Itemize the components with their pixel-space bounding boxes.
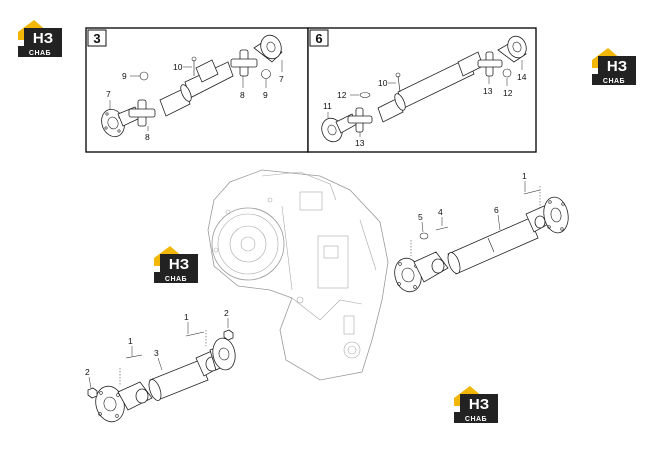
panel-3-callout-8b: 8: [240, 90, 245, 100]
panel-3-callout-10: 10: [173, 62, 183, 72]
transmission-housing: [207, 169, 389, 381]
panel-6-callout-10: 10: [378, 78, 388, 88]
logo-caption: СНАБ: [29, 50, 51, 57]
panel-3-cross-right: [230, 49, 258, 77]
logo-mark: НЗ: [469, 396, 489, 413]
panel-3-callout-7a: 7: [106, 89, 111, 99]
panel-6-cross-right: [477, 51, 503, 77]
logo-mark: НЗ: [33, 30, 53, 47]
panel-3-ring-right: [261, 69, 271, 79]
panel-3-number: 3: [93, 31, 100, 46]
logo-badge-icon: НЗ СНАБ: [18, 20, 62, 57]
upper-callout-6: 6: [494, 205, 499, 215]
panel-3-callout-9b: 9: [263, 90, 268, 100]
panel-6-callout-14: 14: [517, 72, 527, 82]
logo-badge-icon: НЗ СНАБ: [592, 48, 636, 85]
panel-3-cross-left: [128, 99, 156, 127]
upper-callout-5: 5: [418, 212, 423, 222]
panel-6-flange-right: [497, 35, 527, 63]
logo-caption: СНАБ: [465, 416, 487, 423]
lower-callout-1b: 1: [128, 336, 133, 346]
panel-3-shaft: [159, 59, 234, 117]
panel-6-callout-11: 11: [323, 101, 332, 111]
upper-callout-1: 1: [522, 171, 527, 181]
logo-badge-icon: НЗ СНАБ: [454, 386, 498, 423]
lower-callout-1a: 1: [184, 312, 189, 322]
panel-3-flange-right: [253, 34, 283, 63]
panel-3-flange-left: [101, 106, 141, 138]
panel-6-callout-12b: 12: [503, 88, 513, 98]
panel-6-number: 6: [315, 31, 322, 46]
logo-caption: СНАБ: [603, 78, 625, 85]
panel-6-ring-left: [359, 92, 371, 98]
lower-callout-2b: 2: [85, 367, 90, 377]
panel-3-callout-9a: 9: [122, 71, 127, 81]
panel-6-shaft: [377, 51, 484, 123]
panel-3-callout-8a: 8: [145, 132, 150, 142]
panel-6-callout-13b: 13: [483, 86, 493, 96]
logo-caption: СНАБ: [165, 276, 187, 283]
panel-6-bolt: [397, 75, 401, 93]
logo-badge-icon: НЗ СНАБ: [154, 246, 198, 283]
logo-mark: НЗ: [169, 256, 189, 273]
panel-3: 3: [85, 27, 309, 153]
panel-6-callout-12a: 12: [337, 90, 347, 100]
lower-callout-3: 3: [154, 348, 159, 358]
panel-6-ring-right: [502, 68, 512, 78]
upper-callout-4: 4: [438, 207, 443, 217]
panel-3-callout-7b: 7: [279, 74, 284, 84]
upper-drive-shaft: [394, 186, 569, 293]
lower-callout-2a: 2: [224, 308, 229, 318]
panel-6-callout-13a: 13: [355, 138, 365, 148]
logo-mark: НЗ: [607, 58, 627, 75]
panel-6: 6: [307, 27, 537, 153]
panel-6-cross-left: [347, 107, 373, 133]
lower-drive-shaft: [87, 329, 236, 423]
